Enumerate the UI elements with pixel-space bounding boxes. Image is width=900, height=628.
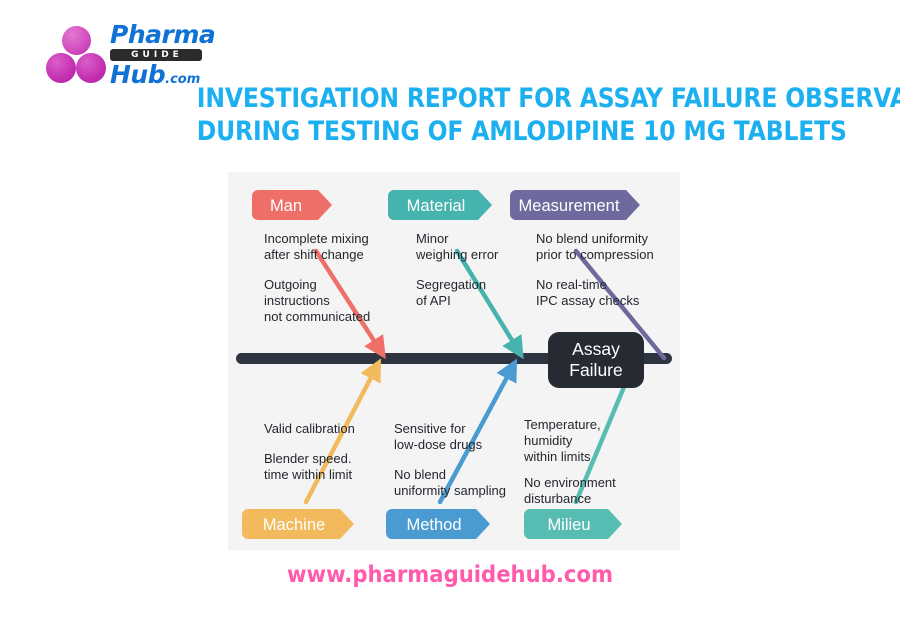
category-label-milieu: Milieu: [547, 516, 590, 534]
cause-method-2-line-2: uniformity sampling: [394, 483, 506, 498]
causes-method: Sensitive for low-dose drugs No blend un…: [394, 421, 506, 498]
category-label-measurement: Measurement: [519, 197, 620, 215]
cause-method-1-line-1: Sensitive for: [394, 421, 466, 436]
causes-man: Incomplete mixing after shift change Out…: [264, 231, 370, 324]
cause-measurement-2-line-2: IPC assay checks: [536, 293, 640, 308]
cause-measurement-1-line-2: prior to compression: [536, 247, 654, 262]
logo-text-tld: .com: [165, 72, 201, 87]
cause-man-2-line-3: not communicated: [264, 309, 370, 324]
bone-measurement: [573, 248, 667, 361]
footer-website-url[interactable]: www.pharmaguidehub.com: [287, 562, 613, 588]
page-title: INVESTIGATION REPORT FOR ASSAY FAILURE O…: [196, 82, 900, 148]
causes-material: Minor weighing error Segregation of API: [415, 231, 499, 308]
cause-milieu-1-line-2: humidity: [524, 433, 573, 448]
category-label-man: Man: [270, 197, 302, 215]
causes-milieu: Temperature, humidity within limits No e…: [523, 417, 616, 506]
site-logo: Pharma GUIDE Hub.com: [44, 22, 224, 88]
cause-machine-2-line-2: time within limit: [264, 467, 353, 482]
logo-text-hub: Hub.com: [110, 62, 225, 93]
logo-circle-top-icon: [62, 26, 91, 55]
bone-milieu: [573, 384, 627, 505]
page-title-line-1: INVESTIGATION REPORT FOR ASSAY FAILURE O…: [196, 83, 900, 114]
cause-man-1-line-1: Incomplete mixing: [264, 231, 369, 246]
logo-text-pharma: Pharma: [110, 20, 216, 49]
category-banner-machine[interactable]: Machine: [242, 509, 354, 539]
category-label-material: Material: [407, 197, 466, 215]
cause-machine-2-line-1: Blender speed.: [264, 451, 351, 466]
logo-circle-left-icon: [46, 53, 76, 83]
cause-milieu-2-line-1: No environment: [524, 475, 616, 490]
cause-measurement-1-line-1: No blend uniformity: [536, 231, 648, 246]
cause-material-1-line-1: Minor: [416, 231, 449, 246]
bone-method: [437, 358, 518, 505]
category-banner-material[interactable]: Material: [388, 190, 492, 220]
category-banner-method[interactable]: Method: [386, 509, 490, 539]
category-banner-man[interactable]: Man: [252, 190, 332, 220]
logo-circle-right-icon: [76, 53, 106, 83]
cause-machine-1-line-1: Valid calibration: [264, 421, 355, 436]
cause-milieu-2-line-2: disturbance: [524, 491, 591, 506]
fishbone-diagram: Assay Failure Man Material Measurement M…: [228, 172, 680, 550]
cause-milieu-1-line-3: within limits: [523, 449, 591, 464]
cause-man-2-line-2: instructions: [264, 293, 330, 308]
cause-material-2-line-2: of API: [416, 293, 451, 308]
cause-method-2-line-1: No blend: [394, 467, 446, 482]
bone-material: [454, 248, 524, 360]
causes-measurement: No blend uniformity prior to compression…: [536, 231, 654, 308]
bone-machine: [303, 358, 382, 505]
cause-measurement-2-line-1: No real-time: [536, 277, 607, 292]
category-banner-measurement[interactable]: Measurement: [510, 190, 640, 220]
effect-box-line-2: Failure: [569, 360, 623, 380]
causes-machine: Valid calibration Blender speed. time wi…: [264, 421, 355, 482]
category-banner-milieu[interactable]: Milieu: [524, 509, 622, 539]
cause-man-1-line-2: after shift change: [264, 247, 364, 262]
logo-wordmark: Pharma GUIDE Hub.com: [110, 22, 225, 93]
page-title-line-2: DURING TESTING OF AMLODIPINE 10 MG TABLE…: [196, 116, 847, 147]
cause-material-2-line-1: Segregation: [416, 277, 486, 292]
cause-method-1-line-2: low-dose drugs: [394, 437, 483, 452]
logo-text-hub-word: Hub: [110, 60, 166, 89]
cause-man-2-line-1: Outgoing: [264, 277, 317, 292]
category-label-method: Method: [406, 516, 461, 534]
effect-box-line-1: Assay: [572, 339, 620, 359]
logo-badge-guide: GUIDE: [110, 49, 202, 61]
effect-box: Assay Failure: [548, 332, 644, 388]
cause-milieu-1-line-1: Temperature,: [524, 417, 601, 432]
logo-circles-mark: [46, 26, 106, 84]
cause-material-1-line-2: weighing error: [415, 247, 499, 262]
category-label-machine: Machine: [263, 516, 325, 534]
bone-man: [313, 248, 386, 360]
